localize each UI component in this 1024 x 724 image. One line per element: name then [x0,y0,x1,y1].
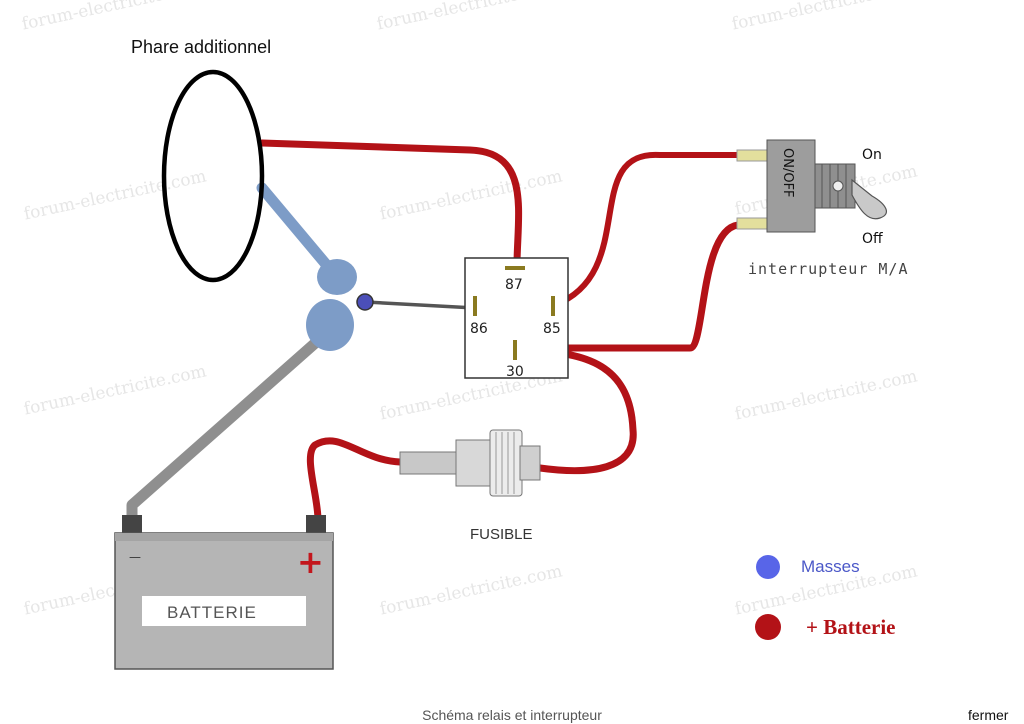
switch-off-label: Off [862,231,883,247]
toggle-switch: ON/OFF On Off [736,139,888,247]
ground-blob-top [317,259,357,295]
relay-pin-86 [473,296,477,316]
switch-body [766,139,816,233]
battery-negative-terminal [122,515,142,537]
legend-positive-label: + Batterie [806,615,896,639]
relay-85-switch-wire [552,151,741,308]
image-caption: Schéma relais et interrupteur [422,707,602,723]
relay-86-ground-wire [364,300,477,310]
relay-pin-30-label: 30 [506,364,524,380]
battery-minus-symbol: — [129,550,141,564]
relay-30-switch-wire [514,221,742,352]
switch-off-terminal [736,217,770,230]
legend-positive-marker [755,614,781,640]
switch-label: interrupteur M/A [748,260,909,278]
switch-lever [851,178,888,220]
relay-pin-30 [513,340,517,360]
headlight-relay-87-wire [258,139,523,266]
legend: Masses + Batterie [755,555,896,640]
battery: BATTERIE + — [114,515,334,670]
switch-on-label: On [862,147,882,163]
fuse-label: FUSIBLE [470,526,533,543]
relay-pin-85-label: 85 [543,321,561,337]
fuse [399,429,541,497]
ground-terminal [356,293,374,311]
relay-pin-86-label: 86 [470,321,488,337]
battery-plus-symbol: + [297,543,324,581]
close-link[interactable]: fermer [968,707,1009,723]
relay-pin-87-label: 87 [505,277,523,293]
headlight [161,69,265,283]
battery-label-panel [142,596,306,626]
battery-ground-wire [126,324,336,526]
headlight-label: Phare additionnel [131,37,271,57]
legend-ground-label: Masses [801,557,860,576]
battery-label: BATTERIE [167,603,257,622]
relay-pin-87 [505,266,525,270]
legend-ground-marker [756,555,780,579]
relay-pin-85 [551,296,555,316]
switch-body-label: ON/OFF [780,148,795,198]
fuse-battery-wire [306,437,404,524]
ground-blob-bottom [306,299,354,351]
switch-on-terminal [736,149,770,162]
headlight-ground-wire [256,182,341,281]
battery-positive-terminal [306,515,326,537]
